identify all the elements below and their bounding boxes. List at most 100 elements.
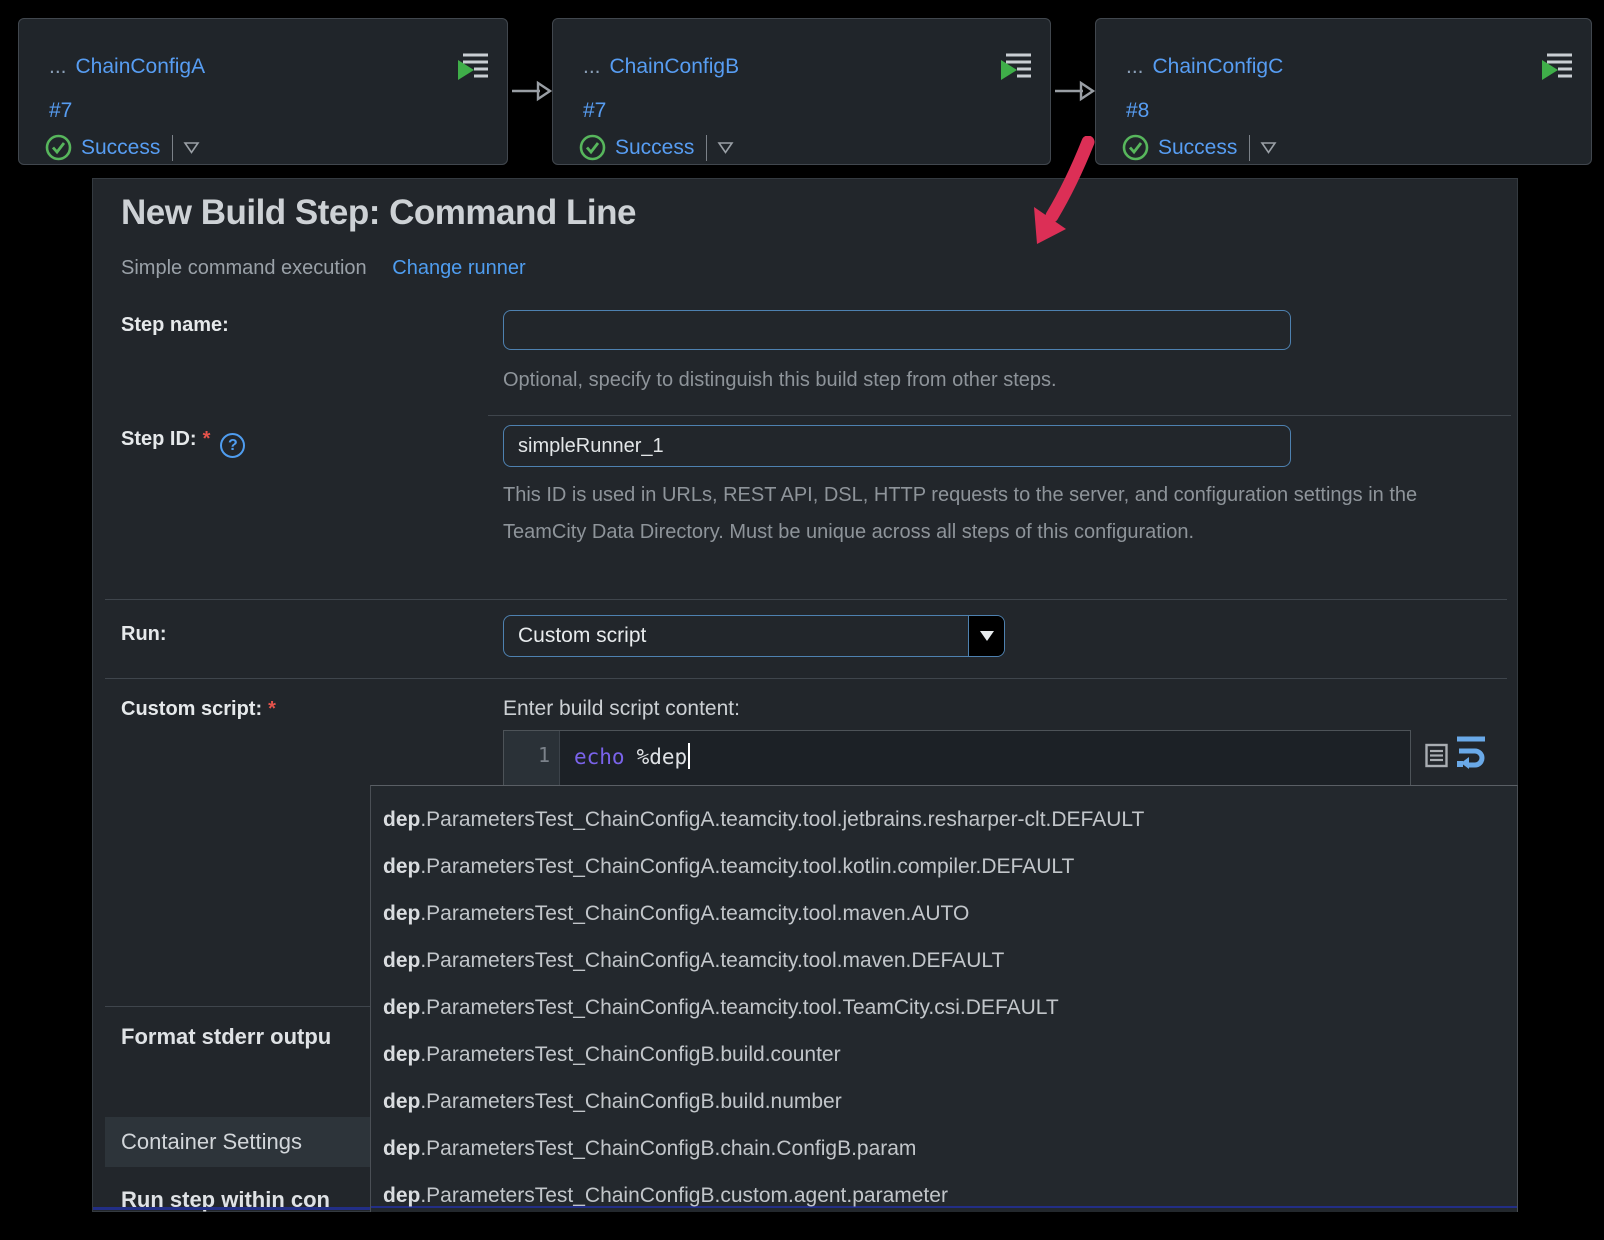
success-check-icon [1122, 134, 1149, 161]
param-prefix: dep [383, 1090, 421, 1113]
required-asterisk: * [202, 428, 211, 450]
custom-script-label: Custom script: [121, 698, 263, 720]
runner-subtitle-row: Simple command execution Change runner [121, 257, 526, 280]
build-config-title[interactable]: ... ChainConfigC [1126, 55, 1283, 79]
required-asterisk: * [268, 698, 276, 720]
build-chain-card-a[interactable]: ... ChainConfigA #7 Success [18, 18, 508, 165]
custom-script-label-row: Custom script:* [121, 698, 276, 721]
status-divider [1249, 134, 1251, 161]
step-id-hint: This ID is used in URLs, REST API, DSL, … [503, 484, 1418, 543]
autocomplete-item[interactable]: dep.ParametersTest_ChainConfigA.teamcity… [371, 843, 1517, 890]
runner-description: Simple command execution [121, 257, 367, 279]
section-divider [105, 678, 1507, 679]
project-ellipsis: ... [1126, 55, 1144, 78]
autocomplete-item[interactable]: dep.ParametersTest_ChainConfigA.teamcity… [371, 796, 1517, 843]
autocomplete-item[interactable]: dep.ParametersTest_ChainConfigB.build.co… [371, 1031, 1517, 1078]
status-link[interactable]: Success [81, 135, 161, 159]
build-config-title[interactable]: ... ChainConfigB [583, 55, 739, 79]
editor-line-number: 1 [504, 731, 560, 785]
param-suffix: .ParametersTest_ChainConfigB.custom.agen… [420, 1184, 948, 1207]
step-name-hint: Optional, specify to distinguish this bu… [503, 369, 1057, 391]
format-stderr-label: Format stderr outpu [121, 1024, 332, 1049]
section-divider [488, 415, 1511, 416]
param-suffix: .ParametersTest_ChainConfigA.teamcity.to… [420, 996, 1059, 1019]
status-dropdown-caret-icon[interactable] [1260, 141, 1277, 154]
step-id-input[interactable] [503, 425, 1291, 467]
status-link[interactable]: Success [615, 135, 695, 159]
status-divider [172, 134, 174, 161]
script-code-editor[interactable]: 1 echo %dep [503, 730, 1411, 786]
autocomplete-item[interactable]: dep.ParametersTest_ChainConfigA.teamcity… [371, 937, 1517, 984]
build-status-row: Success [579, 134, 734, 161]
container-settings-label: Container Settings [121, 1129, 302, 1154]
script-editor-caption: Enter build script content: [503, 697, 740, 720]
param-suffix: .ParametersTest_ChainConfigB.build.numbe… [420, 1090, 842, 1113]
chain-link-arrow-icon [1055, 80, 1095, 102]
param-suffix: .ParametersTest_ChainConfigA.teamcity.to… [420, 855, 1075, 878]
status-divider [706, 134, 708, 161]
autocomplete-item[interactable]: dep.ParametersTest_ChainConfigB.build.nu… [371, 1078, 1517, 1125]
param-prefix: dep [383, 1137, 421, 1160]
autocomplete-item[interactable]: dep.ParametersTest_ChainConfigB.chain.Co… [371, 1125, 1517, 1172]
build-chain-card-b[interactable]: ... ChainConfigB #7 Success [552, 18, 1051, 165]
param-prefix: dep [383, 949, 421, 972]
build-config-title[interactable]: ... ChainConfigA [49, 55, 205, 79]
select-dropdown-button[interactable] [968, 616, 1004, 656]
success-check-icon [579, 134, 606, 161]
build-config-link[interactable]: ChainConfigC [1152, 55, 1284, 78]
annotation-arrow-icon [1034, 136, 1095, 244]
build-number-link[interactable]: #7 [49, 99, 73, 122]
runner-select[interactable]: Custom script [503, 615, 1005, 657]
run-build-icon[interactable] [1539, 51, 1573, 81]
code-keyword: echo [574, 745, 625, 769]
param-prefix: dep [383, 1043, 421, 1066]
run-build-icon[interactable] [998, 51, 1032, 81]
project-ellipsis: ... [583, 55, 601, 78]
autocomplete-item[interactable]: dep.ParametersTest_ChainConfigA.teamcity… [371, 984, 1517, 1031]
build-number-link[interactable]: #8 [1126, 99, 1150, 122]
param-suffix: .ParametersTest_ChainConfigB.chain.Confi… [420, 1137, 917, 1160]
page-title: New Build Step: Command Line [121, 193, 636, 232]
param-suffix: .ParametersTest_ChainConfigA.teamcity.to… [420, 949, 1005, 972]
param-suffix: .ParametersTest_ChainConfigB.build.count… [420, 1043, 841, 1066]
build-number-link[interactable]: #7 [583, 99, 607, 122]
build-config-link[interactable]: ChainConfigA [75, 55, 206, 78]
status-dropdown-caret-icon[interactable] [183, 141, 200, 154]
editor-code-line[interactable]: echo %dep [560, 731, 691, 785]
soft-wrap-icon[interactable] [1455, 735, 1487, 769]
success-check-icon [45, 134, 72, 161]
run-build-icon[interactable] [455, 51, 489, 81]
step-id-label-row: Step ID:*? [121, 428, 246, 458]
text-caret [688, 743, 691, 769]
autocomplete-item[interactable]: dep.ParametersTest_ChainConfigB.custom.a… [371, 1172, 1517, 1212]
section-divider [105, 599, 1507, 600]
focused-field-edge [371, 1206, 1517, 1208]
project-ellipsis: ... [49, 55, 67, 78]
step-name-label: Step name: [121, 314, 229, 336]
param-prefix: dep [383, 902, 421, 925]
param-prefix: dep [383, 996, 421, 1019]
step-name-input[interactable] [503, 310, 1291, 350]
step-id-label: Step ID: [121, 428, 197, 450]
param-suffix: .ParametersTest_ChainConfigA.teamcity.to… [420, 902, 970, 925]
build-config-link[interactable]: ChainConfigB [609, 55, 740, 78]
param-prefix: dep [383, 1184, 421, 1207]
status-dropdown-caret-icon[interactable] [717, 141, 734, 154]
chain-link-arrow-icon [512, 80, 552, 102]
param-prefix: dep [383, 855, 421, 878]
runner-select-value: Custom script [518, 624, 647, 647]
build-chain-card-c[interactable]: ... ChainConfigC #8 Success [1095, 18, 1592, 165]
autocomplete-item[interactable]: dep.ParametersTest_ChainConfigA.teamcity… [371, 890, 1517, 937]
status-link[interactable]: Success [1158, 135, 1238, 159]
build-status-row: Success [45, 134, 200, 161]
build-status-row: Success [1122, 134, 1277, 161]
parameter-autocomplete-popup: dep.ParametersTest_ChainConfigA.teamcity… [370, 785, 1518, 1212]
param-prefix: dep [383, 808, 421, 831]
change-runner-link[interactable]: Change runner [392, 257, 526, 279]
open-in-popup-editor-icon[interactable] [1425, 743, 1448, 768]
run-label: Run: [121, 623, 167, 645]
help-icon[interactable]: ? [220, 433, 246, 458]
param-suffix: .ParametersTest_ChainConfigA.teamcity.to… [420, 808, 1145, 831]
code-text: %dep [636, 745, 688, 769]
